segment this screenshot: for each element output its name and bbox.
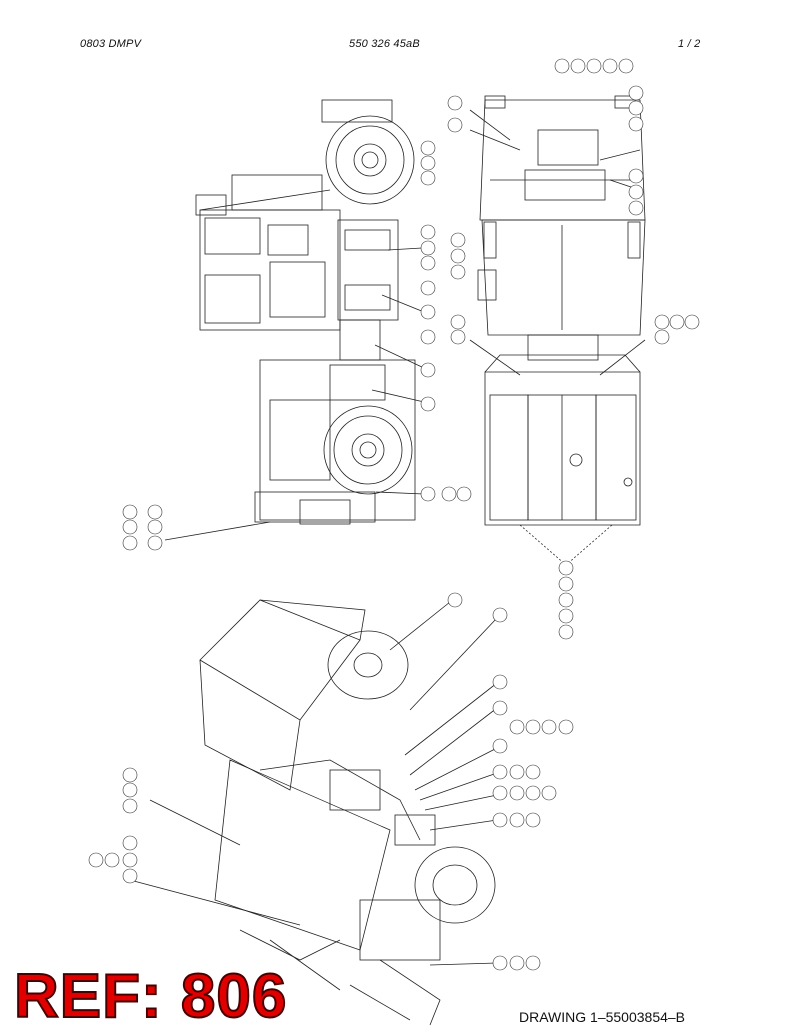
header-part-number: 550 326 45aB [349, 38, 420, 50]
ref-stamp: REF: 806 [13, 962, 288, 1031]
header-page-number: 1 / 2 [678, 38, 701, 50]
front-view [484, 354, 641, 566]
isometric-view [129, 599, 498, 1026]
drawing-number: DRAWING 1–55003854–B [519, 1009, 686, 1025]
header-model: 0803 DMPV [80, 38, 142, 50]
side-view [164, 99, 425, 541]
top-view [469, 95, 646, 376]
